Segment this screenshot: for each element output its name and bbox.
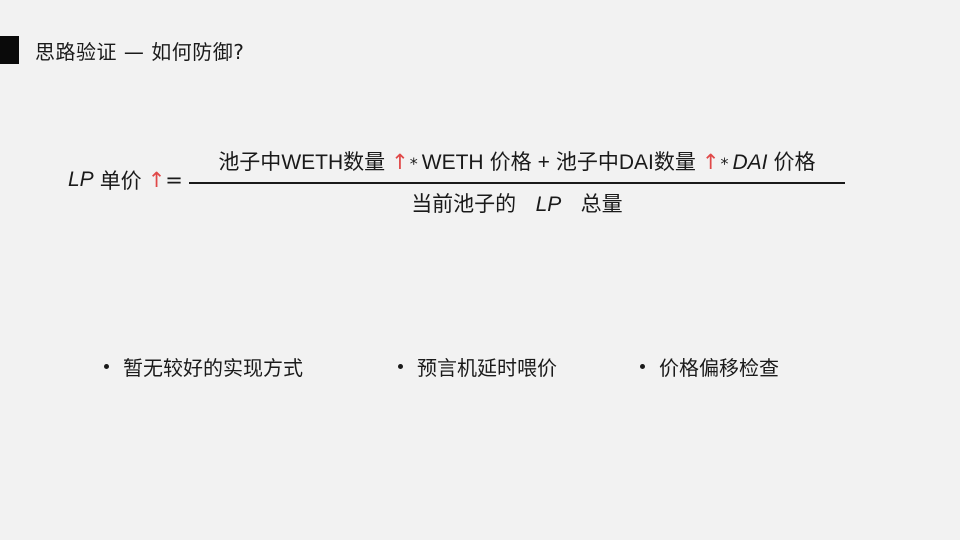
num-part1-price-token: WETH bbox=[421, 151, 484, 174]
lp-price-formula: LP 单价 ↑ = 池子中 WETH 数量 ↑ * WETH 价格 + 池子中 … bbox=[68, 142, 845, 222]
num-part2-price: 价格 bbox=[773, 150, 816, 174]
bullet-item: 预言机延时喂价 bbox=[398, 352, 557, 381]
denom-prefix: 当前池子的 bbox=[411, 192, 517, 216]
lhs-label: 单价 bbox=[99, 169, 142, 193]
formula-numerator: 池子中 WETH 数量 ↑ * WETH 价格 + 池子中 DAI 数量 ↑ *… bbox=[216, 146, 817, 182]
bullet-item: 价格偏移检查 bbox=[640, 352, 779, 381]
defense-bullet-list: 暂无较好的实现方式 预言机延时喂价 价格偏移检查 bbox=[100, 352, 860, 382]
up-arrow-icon: ↑ bbox=[701, 150, 720, 174]
up-arrow-icon: ↑ bbox=[147, 168, 166, 192]
multiply-star: * bbox=[409, 154, 418, 173]
multiply-star: * bbox=[720, 154, 729, 173]
bullet-item: 暂无较好的实现方式 bbox=[104, 352, 303, 381]
num-part2-cn: 池子中 bbox=[555, 150, 619, 174]
title-marker-block bbox=[0, 36, 19, 64]
num-part2-price-token: DAI bbox=[732, 151, 768, 174]
bullet-dot-icon bbox=[640, 364, 645, 369]
lhs-lp: LP bbox=[68, 168, 94, 191]
denom-suffix: 总量 bbox=[580, 192, 623, 216]
bullet-label: 预言机延时喂价 bbox=[417, 356, 557, 380]
plus-sign: + bbox=[537, 151, 550, 174]
formula-lhs: LP 单价 ↑ = bbox=[68, 165, 183, 195]
bullet-dot-icon bbox=[398, 364, 403, 369]
num-part1-cn: 池子中 bbox=[218, 150, 282, 174]
num-part2-qty: 数量 bbox=[653, 150, 696, 174]
denom-lp: LP bbox=[535, 193, 562, 216]
num-part1-qty: 数量 bbox=[343, 150, 386, 174]
fraction-line bbox=[188, 182, 845, 184]
slide-title: 思路验证 — 如何防御? bbox=[35, 39, 245, 64]
slide-title-bar: 思路验证 — 如何防御? bbox=[0, 35, 244, 65]
up-arrow-icon: ↑ bbox=[391, 150, 409, 174]
num-part1-token: WETH bbox=[281, 151, 344, 174]
formula-fraction: 池子中 WETH 数量 ↑ * WETH 价格 + 池子中 DAI 数量 ↑ *… bbox=[188, 146, 845, 218]
num-part2-token: DAI bbox=[618, 151, 654, 174]
equals-sign: = bbox=[165, 168, 183, 192]
bullet-dot-icon bbox=[104, 364, 109, 369]
num-part1-price: 价格 bbox=[489, 150, 532, 174]
bullet-label: 暂无较好的实现方式 bbox=[123, 356, 303, 380]
formula-denominator: 当前池子的 LP 总量 bbox=[411, 184, 622, 218]
bullet-label: 价格偏移检查 bbox=[659, 356, 779, 380]
